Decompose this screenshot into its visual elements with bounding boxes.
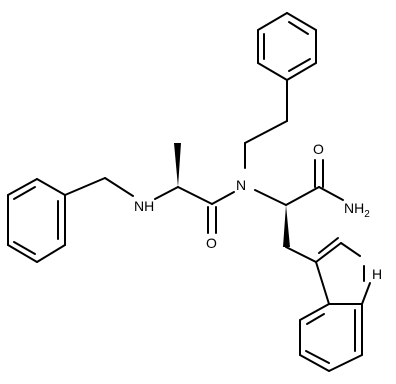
benzyl-ch2-bond (64, 177, 106, 196)
carboxamide-oxygen-label: O (313, 141, 324, 157)
indole-nh-h-label: H (372, 266, 382, 282)
alpha-carboxamide-bond (285, 186, 320, 206)
carbonyl-n-bond (211, 191, 235, 205)
carboxamide-nh2-label: NH2 (344, 200, 370, 220)
amine-nh-label: NH (134, 198, 154, 214)
ch2-nh-bond (104, 177, 134, 197)
indole-pyrrole-ring (315, 237, 371, 305)
amide-nitrogen-label: N (236, 177, 246, 193)
benzyl-phenyl-ring (7, 178, 66, 263)
alpha-carbonyl-bond (177, 186, 213, 205)
ethyl-ch2-bond (244, 120, 288, 144)
alanine-methyl-wedge (174, 143, 181, 187)
nh-alpha-bond (154, 186, 179, 200)
phenethyl-phenyl-ring (257, 12, 317, 81)
indole-benzene-ring (299, 303, 363, 372)
carboxamide-n-bond (318, 186, 344, 201)
amide-oxygen-label: O (206, 235, 217, 251)
n-trp-alpha-bond (254, 189, 287, 206)
tryptophan-side-chain-wedge (283, 205, 290, 247)
beta-indole-bond (285, 246, 317, 263)
